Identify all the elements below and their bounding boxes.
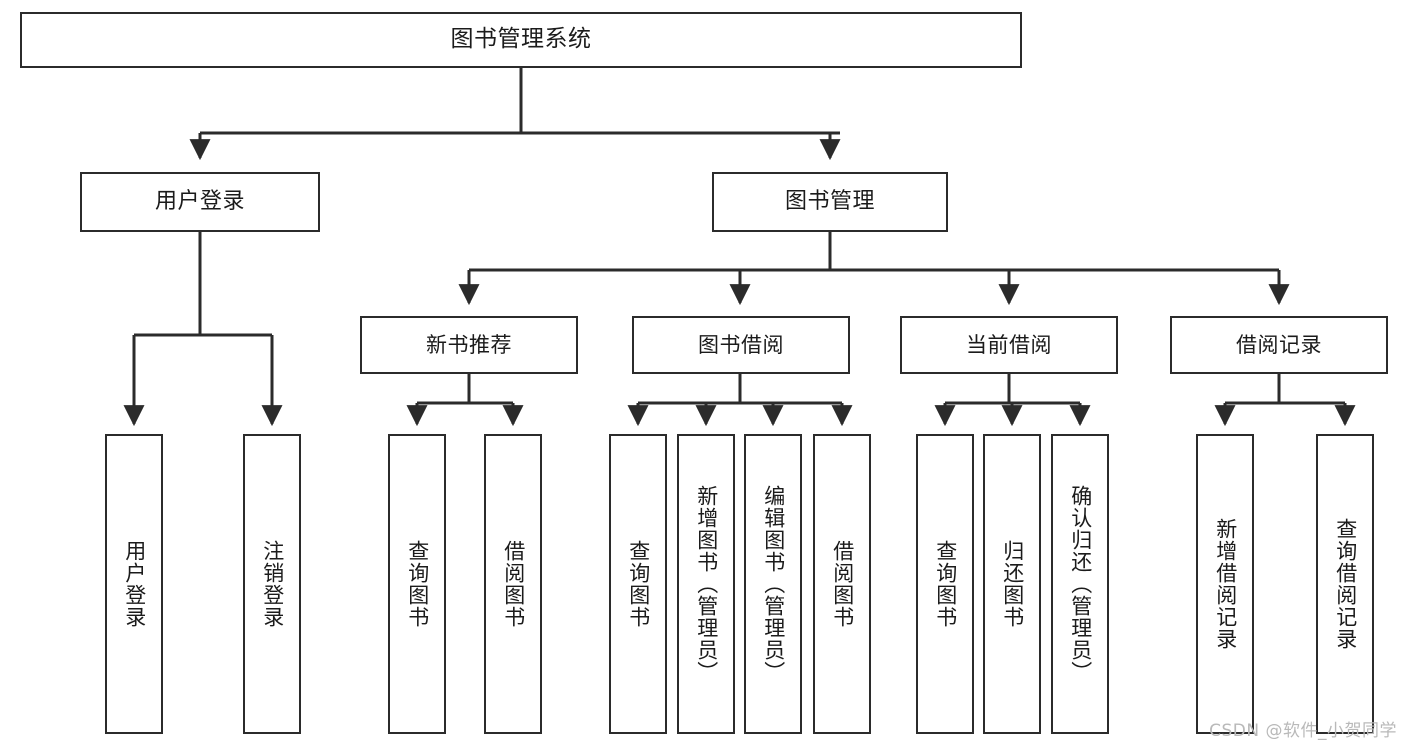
leaf-query-book-borrow[interactable]: 查询图书: [609, 434, 667, 734]
leaf-query-book-recommend[interactable]: 查询图书: [388, 434, 446, 734]
leaf-return-book[interactable]: 归还图书: [983, 434, 1041, 734]
node-label: 借阅图书: [830, 540, 855, 628]
leaf-confirm-return-admin[interactable]: 确认归还（管理员）: [1051, 434, 1109, 734]
node-book-management[interactable]: 图书管理: [712, 172, 948, 232]
node-label: 用户登录: [154, 188, 245, 214]
node-label: 图书管理: [784, 188, 875, 214]
leaf-query-book-current[interactable]: 查询图书: [916, 434, 974, 734]
node-current-borrow[interactable]: 当前借阅: [900, 316, 1118, 374]
node-label: 注销登录: [260, 540, 285, 628]
node-label: 确认归还（管理员）: [1068, 485, 1093, 683]
node-label: 查询借阅记录: [1333, 518, 1358, 650]
node-label: 查询图书: [626, 540, 651, 628]
leaf-add-borrow-record[interactable]: 新增借阅记录: [1196, 434, 1254, 734]
node-label: 用户登录: [122, 540, 147, 628]
node-new-book-recommend[interactable]: 新书推荐: [360, 316, 578, 374]
node-label: 新增借阅记录: [1213, 518, 1238, 650]
node-label: 新书推荐: [426, 332, 512, 357]
node-label: 图书管理系统: [450, 26, 592, 53]
node-label: 编辑图书（管理员）: [761, 485, 786, 683]
leaf-borrow-book[interactable]: 借阅图书: [813, 434, 871, 734]
leaf-edit-book-admin[interactable]: 编辑图书（管理员）: [744, 434, 802, 734]
node-label: 图书借阅: [698, 332, 784, 357]
node-book-borrow[interactable]: 图书借阅: [632, 316, 850, 374]
node-label: 新增图书（管理员）: [694, 485, 719, 683]
node-label: 借阅图书: [501, 540, 526, 628]
node-user-login[interactable]: 用户登录: [80, 172, 320, 232]
leaf-add-book-admin[interactable]: 新增图书（管理员）: [677, 434, 735, 734]
node-label: 查询图书: [933, 540, 958, 628]
leaf-logout[interactable]: 注销登录: [243, 434, 301, 734]
node-label: 当前借阅: [966, 332, 1052, 357]
node-root-system[interactable]: 图书管理系统: [20, 12, 1022, 68]
leaf-query-borrow-record[interactable]: 查询借阅记录: [1316, 434, 1374, 734]
leaf-user-login[interactable]: 用户登录: [105, 434, 163, 734]
leaf-borrow-book-recommend[interactable]: 借阅图书: [484, 434, 542, 734]
node-label: 借阅记录: [1236, 332, 1322, 357]
node-label: 查询图书: [405, 540, 430, 628]
watermark: CSDN @软件_小贺同学: [1209, 721, 1397, 741]
node-label: 归还图书: [1000, 540, 1025, 628]
node-borrow-record[interactable]: 借阅记录: [1170, 316, 1388, 374]
